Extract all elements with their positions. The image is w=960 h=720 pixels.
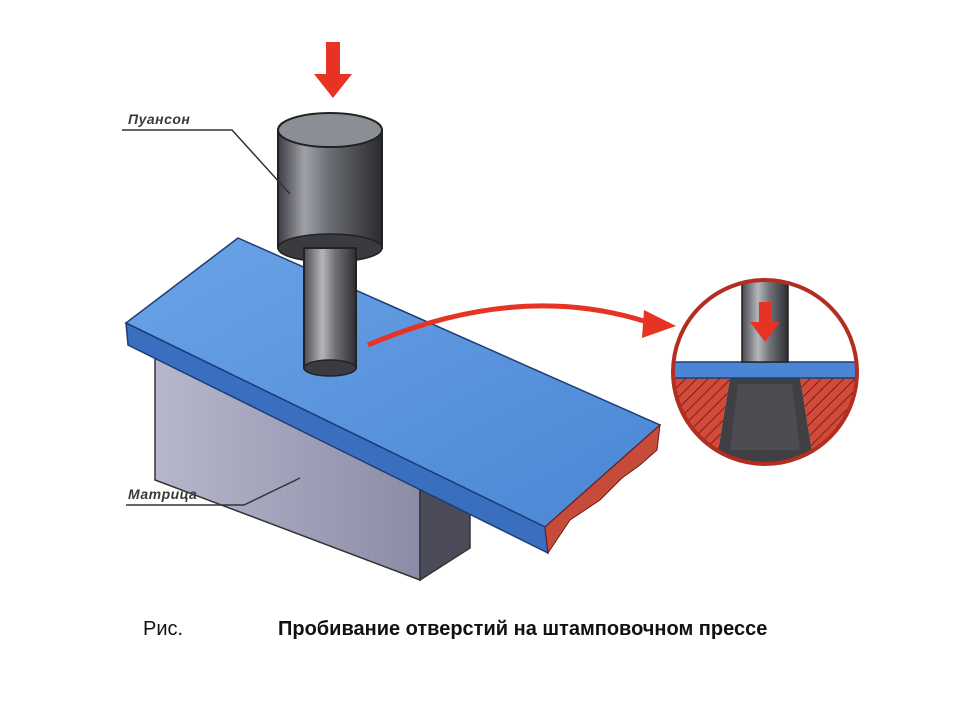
punching-diagram: Пуансон Матрица: [122, 42, 859, 582]
sheet-metal-plate: [124, 237, 662, 555]
caption-title: Пробивание отверстий на штамповочном пре…: [278, 618, 768, 640]
caption-prefix: Рис.: [143, 618, 184, 640]
punch-leader-line: [122, 129, 291, 195]
die-leader-line: [126, 477, 301, 506]
punch: [277, 112, 383, 377]
detail-pointer-arrow-icon: [367, 303, 676, 348]
die-label: Матрица: [128, 486, 197, 502]
detail-press-arrow-icon: [750, 302, 780, 342]
figure-caption: Рис. Пробивание отверстий на штамповочно…: [0, 614, 960, 654]
press-arrow-icon: [314, 42, 352, 98]
punch-label: Пуансон: [128, 111, 190, 127]
